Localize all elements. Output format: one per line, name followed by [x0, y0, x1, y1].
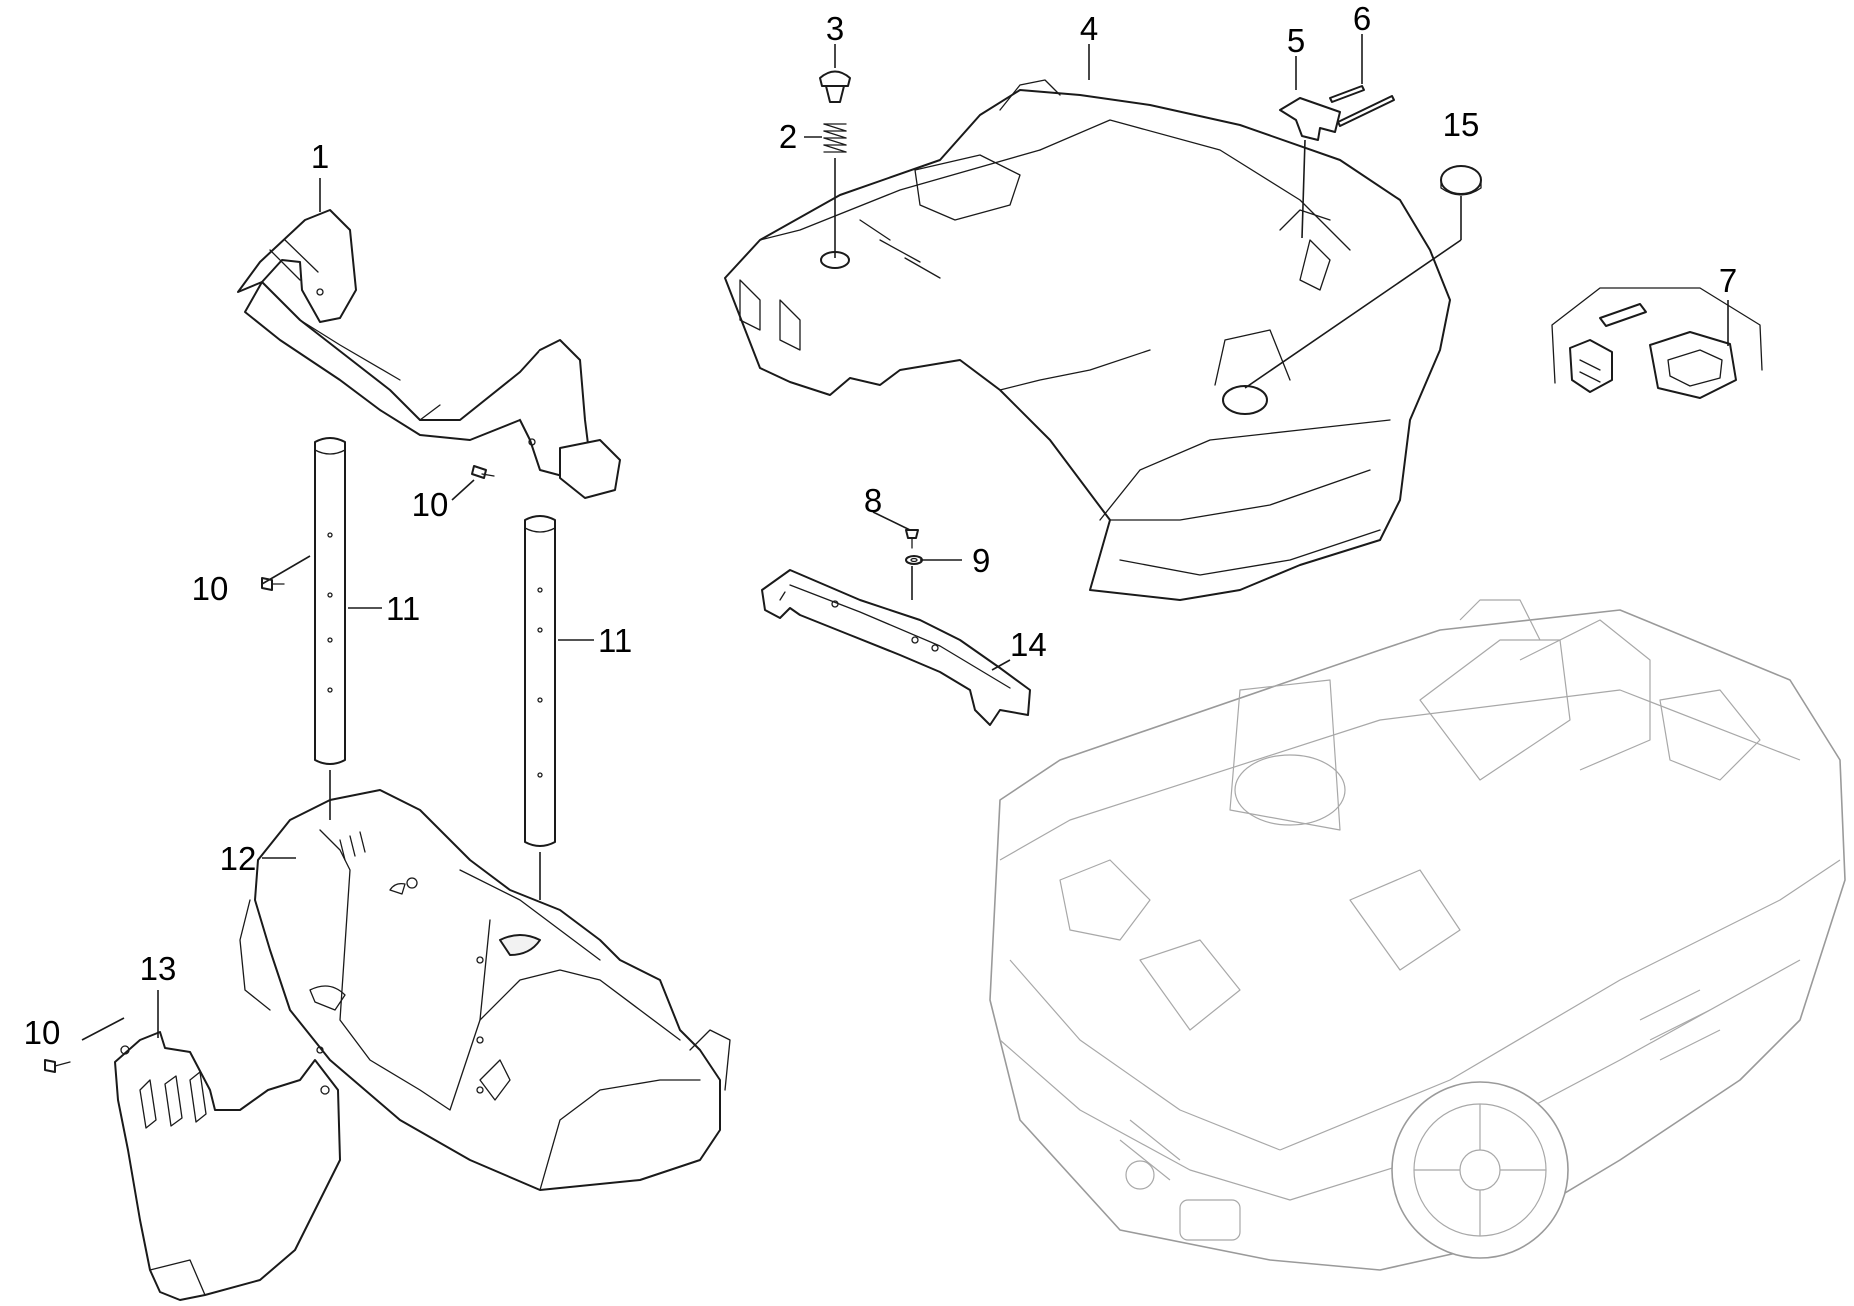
- callout-11-left: 11: [386, 590, 420, 627]
- part-3-cap: [819, 70, 851, 103]
- callout-13: 13: [140, 950, 177, 987]
- part-9-washer: [905, 555, 923, 565]
- callout-15: 15: [1443, 106, 1480, 143]
- part-1-handle: [237, 209, 621, 499]
- callout-10-lower: 10: [24, 1014, 61, 1051]
- callout-labels: 1 2 3 4 5 6 15 7 8 9 14 10 10 11 11 12 1…: [24, 0, 1738, 1051]
- leader-lines: [81, 34, 1729, 1041]
- part-2-spring: [823, 123, 847, 153]
- callout-11-right: 11: [598, 622, 632, 659]
- part-11-tube-right: [524, 515, 556, 847]
- callout-12: 12: [220, 840, 257, 877]
- part-7-connector-kit: [1551, 287, 1763, 399]
- callout-3: 3: [826, 10, 844, 47]
- callout-2: 2: [779, 118, 797, 155]
- part-12-rear-housing: [239, 789, 731, 1191]
- callout-8: 8: [864, 482, 882, 519]
- part-13-cover-plate: [114, 1031, 341, 1301]
- callout-10-upper: 10: [412, 486, 449, 523]
- part-10-screw-middle: [261, 577, 285, 591]
- callout-6: 6: [1353, 0, 1371, 37]
- part-8-screw: [905, 529, 919, 549]
- part-5-latch: [1279, 97, 1341, 141]
- part-6-pins: [1329, 85, 1395, 127]
- callout-9: 9: [972, 542, 990, 579]
- part-4-top-cover: [724, 79, 1451, 601]
- callout-14: 14: [1010, 626, 1047, 663]
- part-10-screw-lower: [44, 1059, 71, 1073]
- part-11-tube-left: [314, 437, 346, 765]
- callout-4: 4: [1080, 10, 1098, 47]
- callout-5: 5: [1287, 22, 1305, 59]
- machine-base-chassis: [989, 599, 1846, 1271]
- callout-1: 1: [311, 138, 329, 175]
- callout-7: 7: [1719, 262, 1737, 299]
- part-10-screw-upper: [471, 465, 495, 479]
- part-15-plug: [1440, 165, 1482, 196]
- callout-10-middle: 10: [192, 570, 229, 607]
- part-14-bracket: [761, 569, 1031, 726]
